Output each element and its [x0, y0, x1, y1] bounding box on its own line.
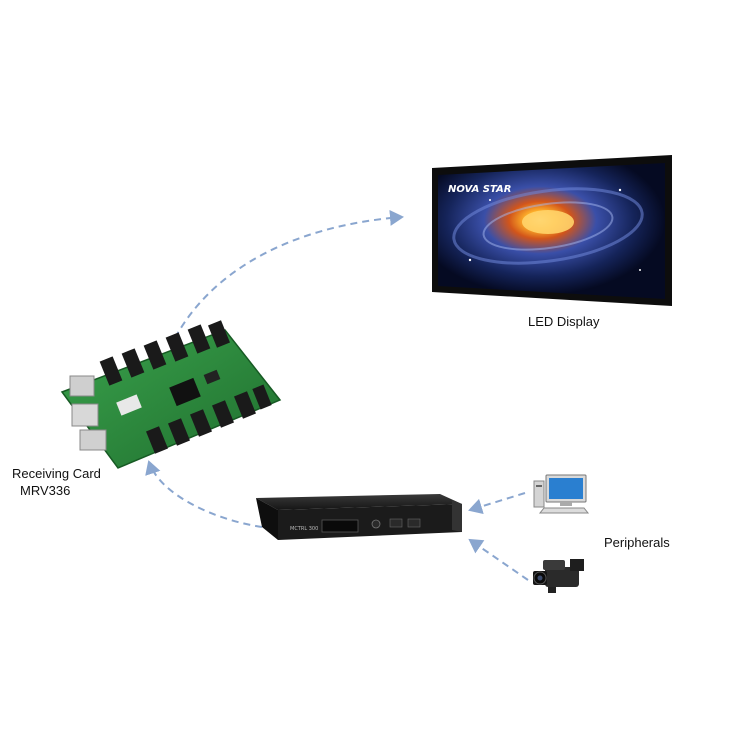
sending-box-icon: MCTRL 300	[256, 494, 462, 540]
led-display-icon: NOVA STAR	[432, 155, 672, 306]
receiving-card-icon	[62, 320, 280, 468]
receiving-card-model: MRV336	[12, 482, 101, 499]
controller-front-text: MCTRL 300	[290, 526, 318, 532]
receiving-card-title: Receiving Card	[12, 465, 101, 482]
video-camera-icon	[533, 559, 584, 593]
receiving-card-label: Receiving Card MRV336	[12, 465, 101, 499]
led-display-label: LED Display	[528, 314, 600, 329]
arrow-computer-to-sender	[470, 493, 525, 510]
computer-icon	[534, 475, 588, 513]
arrow-camera-to-sender	[470, 540, 528, 580]
screen-brand-text: NOVA STAR	[448, 184, 511, 195]
peripherals-label: Peripherals	[604, 535, 670, 550]
arrow-card-to-display	[175, 217, 402, 338]
arrow-sender-to-card	[149, 462, 262, 527]
